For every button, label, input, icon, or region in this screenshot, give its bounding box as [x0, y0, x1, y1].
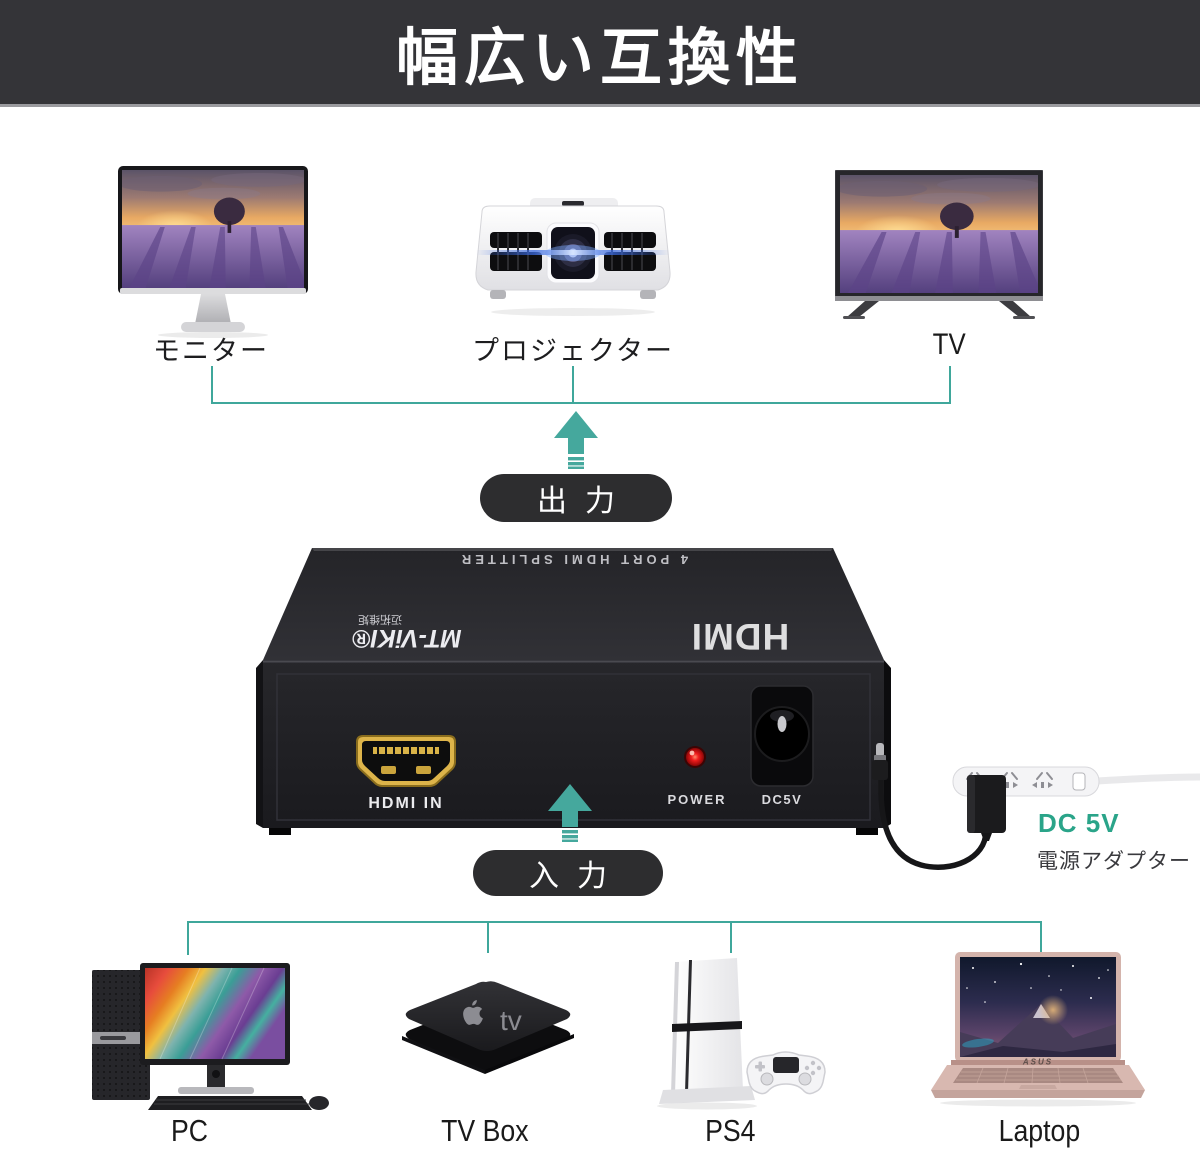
- hdmi-splitter-illustration: 4 PORT HDMI SPLITTER 迈拓维矩 MT-ViKI® HDMI …: [256, 548, 891, 835]
- splitter-top-label: 4 PORT HDMI SPLITTER: [458, 552, 688, 567]
- splitter-top-label-group: 4 PORT HDMI SPLITTER: [458, 552, 688, 567]
- output-bracket: [211, 366, 951, 404]
- splitter-brand: MT-ViKI®: [352, 624, 462, 652]
- header-banner: 幅広い互換性: [0, 0, 1200, 107]
- tv-box-logo: tv: [500, 1005, 522, 1036]
- pc-illustration: [92, 963, 329, 1110]
- tv-illustration: [835, 170, 1043, 319]
- strip-cable: [1096, 773, 1200, 785]
- page-title: 幅広い互換性: [395, 25, 804, 93]
- adapter-name-label: 電源アダプター: [1037, 850, 1191, 873]
- splitter-hdmi-logo: HDMI: [691, 616, 790, 657]
- adapter-cable: [878, 776, 989, 870]
- ps4-label: PS4: [704, 1113, 756, 1148]
- monitor-illustration: [118, 166, 308, 338]
- input-arrow-up-icon: [548, 784, 592, 842]
- tv-box-illustration: tv: [402, 981, 574, 1074]
- output-badge: 出力: [480, 474, 672, 522]
- dc-voltage-label: DC 5V: [1038, 808, 1120, 838]
- dc-plug: [872, 743, 888, 780]
- adapter-body: [967, 775, 1006, 841]
- input-bracket-mid-2: [730, 921, 732, 953]
- power-led: [686, 748, 704, 766]
- tv-label: TV: [932, 328, 966, 361]
- input-bracket: [187, 921, 1042, 955]
- tv-box-label: TV Box: [441, 1113, 529, 1148]
- output-arrow-up-icon: [554, 411, 598, 469]
- dc-jack: [750, 685, 814, 787]
- ps4-illustration: [657, 958, 826, 1110]
- ps4-controller: [746, 1051, 826, 1095]
- laptop-illustration: ASUS: [931, 952, 1145, 1107]
- pc-label: PC: [171, 1113, 209, 1148]
- apple-logo-icon: [463, 1000, 483, 1025]
- laptop-label: Laptop: [998, 1113, 1081, 1148]
- dc-jack-label: DC5V: [762, 792, 803, 807]
- strip-switch: [1072, 772, 1086, 791]
- input-badge: 入力: [473, 850, 663, 896]
- power-adapter-illustration: [872, 743, 1200, 870]
- splitter-brand-cn: 迈拓维矩: [358, 613, 402, 627]
- projector-illustration: [475, 198, 671, 316]
- monitor-label: モニター: [153, 336, 269, 366]
- hdmi-in-port: [356, 735, 456, 787]
- hdmi-in-label: HDMI IN: [368, 795, 443, 812]
- input-bracket-mid-1: [487, 921, 489, 953]
- power-led-label: POWER: [667, 792, 726, 807]
- laptop-brand-logo: ASUS: [1022, 1058, 1053, 1067]
- projector-label: プロジェクター: [472, 336, 674, 366]
- output-bracket-mid: [572, 366, 574, 402]
